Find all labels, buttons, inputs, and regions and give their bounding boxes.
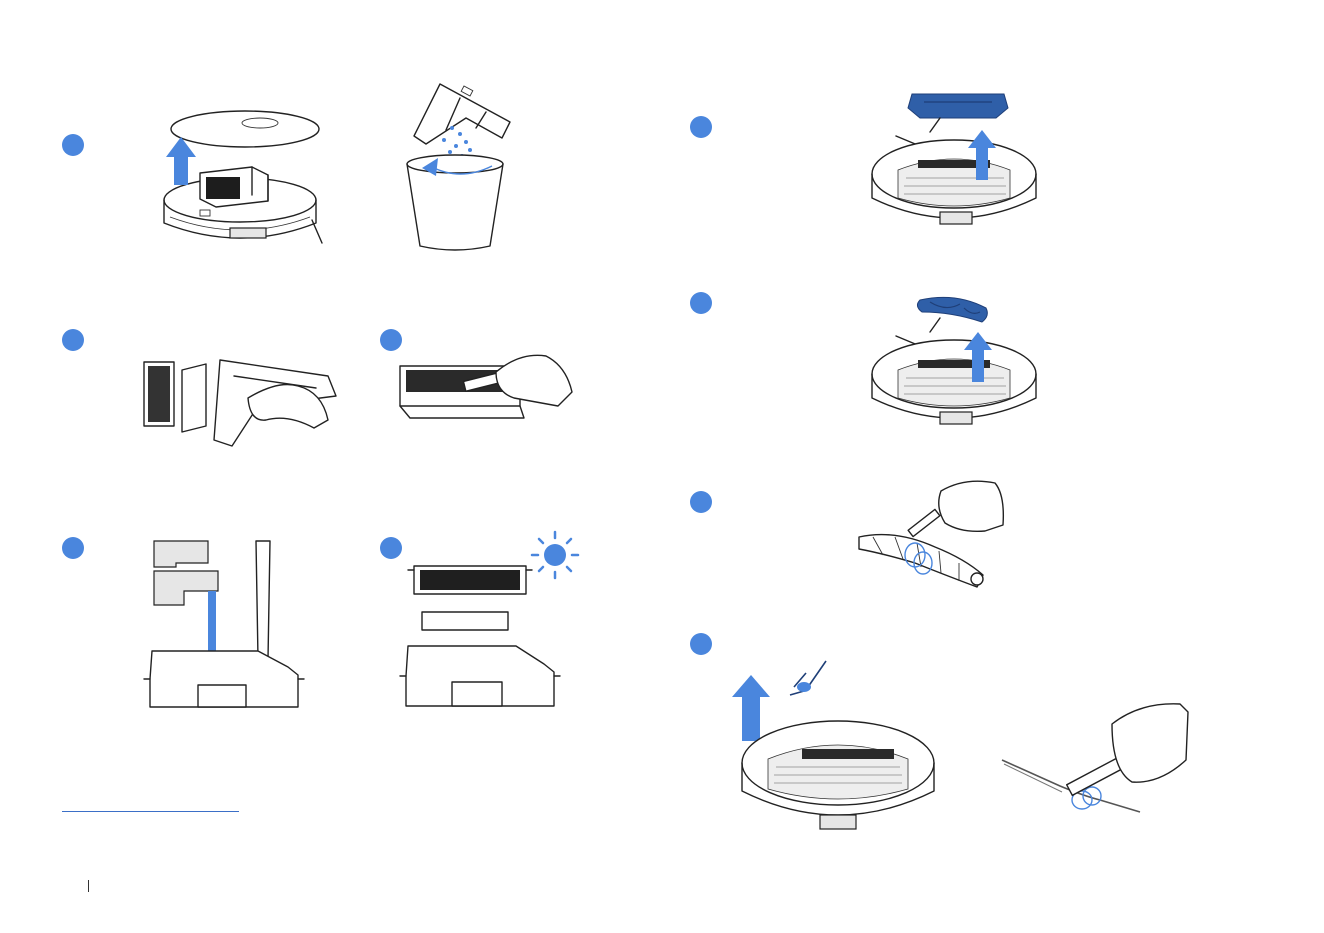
remove-side-brush-illustration [730, 655, 945, 840]
step-marker [690, 491, 712, 513]
step-marker [380, 329, 402, 351]
brush-filter-illustration [396, 352, 574, 432]
remove-main-brush-illustration [868, 288, 1038, 438]
cut-hair-from-brush-illustration [855, 475, 1007, 593]
rinse-dustbin-illustration [138, 535, 306, 713]
step-marker [62, 537, 84, 559]
remove-dustbin-illustration [160, 105, 330, 245]
step-marker [690, 292, 712, 314]
clean-side-brush-illustration [1000, 700, 1190, 820]
remove-filter-illustration [138, 350, 338, 450]
remove-brush-guard-illustration [868, 88, 1038, 238]
dry-filter-illustration [396, 560, 564, 712]
empty-dustbin-illustration [400, 78, 525, 253]
step-marker [62, 134, 84, 156]
step-marker [690, 633, 712, 655]
footnote-rule [62, 811, 239, 812]
step-marker [380, 537, 402, 559]
page-number-mark [88, 880, 89, 892]
step-marker [62, 329, 84, 351]
step-marker [690, 116, 712, 138]
